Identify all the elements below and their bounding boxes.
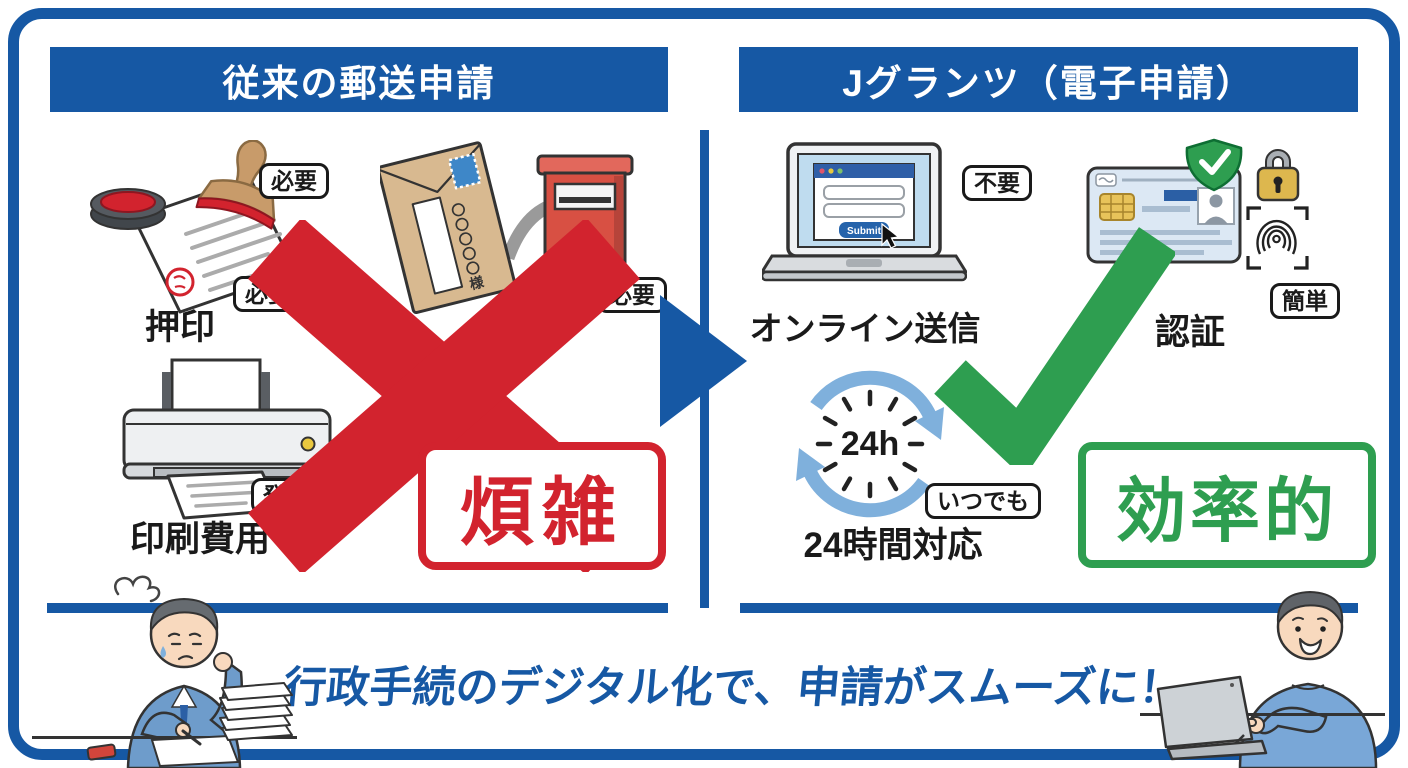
right-header-text: Jグランツ（電子申請） bbox=[842, 62, 1255, 104]
24h-support-label: 24時間対応 bbox=[803, 526, 983, 565]
outer-border bbox=[8, 8, 1400, 760]
happy-user-illustration bbox=[1140, 590, 1385, 768]
left-panel-header: 従来の郵送申請 bbox=[50, 47, 668, 112]
not-required-badge: 不要 bbox=[962, 165, 1032, 202]
24h-clock-icon: 24h bbox=[796, 370, 944, 518]
badge-text: いつでも bbox=[937, 488, 1029, 514]
right-panel-header: Jグランツ（電子申請） bbox=[739, 47, 1358, 112]
anytime-badge: いつでも bbox=[925, 483, 1041, 520]
badge-text: 必要 bbox=[271, 168, 317, 194]
footer-slogan: 行政手続のデジタル化で、申請がスムーズに！ bbox=[281, 664, 1185, 712]
check-mark-icon bbox=[934, 227, 1175, 465]
verdict-text: 煩雑 bbox=[460, 470, 624, 554]
stamp-label: 押印 bbox=[144, 308, 215, 347]
shield-check-icon bbox=[1185, 138, 1243, 192]
printing-cost-label: 印刷費用 bbox=[129, 520, 270, 559]
left-header-text: 従来の郵送申請 bbox=[222, 62, 496, 104]
envelope-postbox-icon: 〒 bbox=[380, 141, 634, 315]
verdict-text: 効率的 bbox=[1116, 471, 1338, 550]
verdict-complicated: 煩雑 bbox=[418, 442, 666, 570]
badge-text: 簡単 bbox=[1282, 288, 1328, 314]
fingerprint-scan-icon bbox=[1246, 206, 1309, 270]
auth-label: 認証 bbox=[1154, 313, 1225, 352]
stressed-worker-illustration bbox=[32, 575, 297, 768]
laptop-icon: Submit bbox=[762, 142, 967, 282]
right-bottom-rule bbox=[740, 603, 1358, 613]
verdict-efficient: 効率的 bbox=[1078, 442, 1376, 568]
left-bottom-rule bbox=[47, 603, 668, 613]
padlock-icon bbox=[1256, 149, 1300, 202]
right-arrow-icon bbox=[660, 295, 747, 427]
easy-badge: 簡単 bbox=[1270, 283, 1340, 320]
submit-button-label: Submit bbox=[847, 226, 882, 237]
online-send-label: オンライン送信 bbox=[749, 310, 981, 347]
id-card-icon bbox=[1086, 138, 1309, 270]
badge-text: 不要 bbox=[974, 170, 1020, 196]
clock-24h-text: 24h bbox=[841, 425, 900, 463]
required-badge-stamp-top: 必要 bbox=[259, 163, 329, 200]
